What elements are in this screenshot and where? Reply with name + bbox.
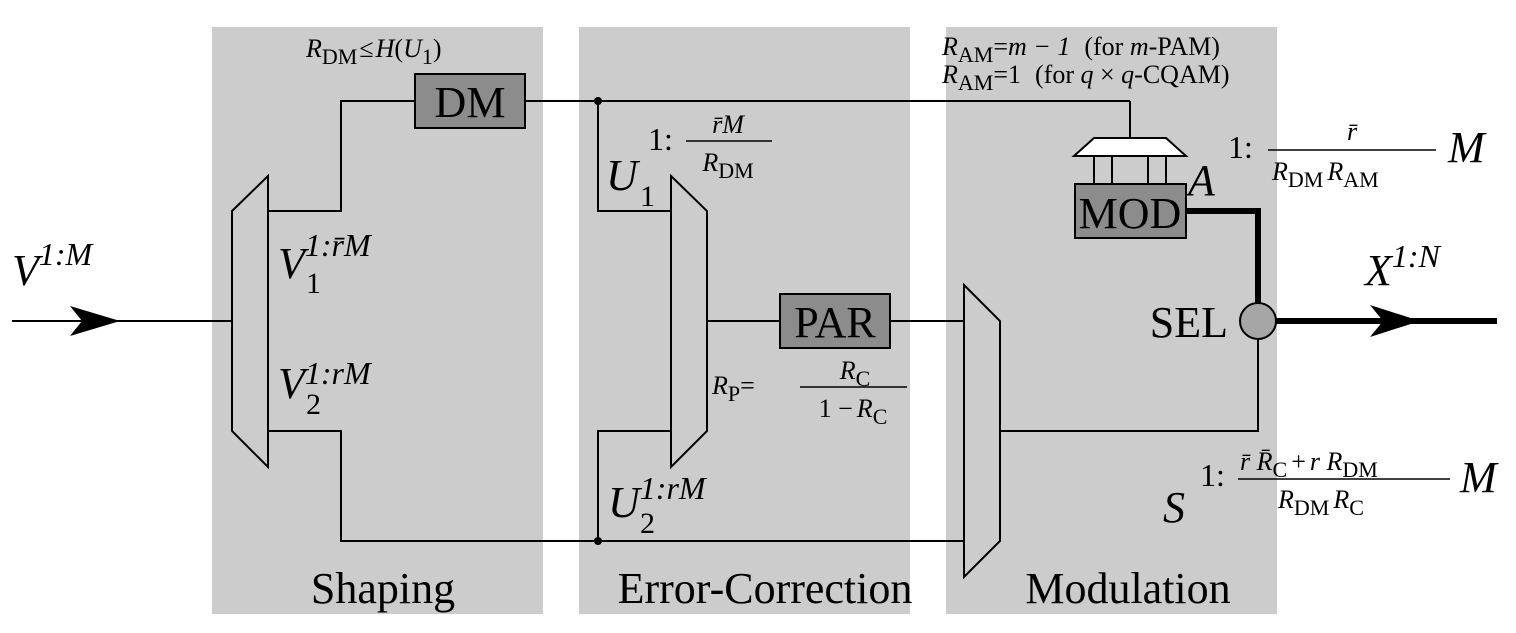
mod-block-label: MOD: [1079, 189, 1182, 238]
wire-mod-to-sel: [1186, 208, 1261, 303]
am-rate-pam-annotation: RAM=m − 1(for m-PAM): [941, 32, 1220, 67]
junction-dot-top: [594, 97, 602, 105]
input-arrowhead: [70, 306, 120, 336]
section-label-shaping: Shaping: [311, 564, 455, 613]
svg-text:r̄M: r̄M: [712, 110, 745, 139]
fec-combiner: [670, 173, 708, 470]
svg-text:1:: 1:: [648, 121, 673, 157]
modulation-panel: [946, 27, 1277, 614]
signal-U2: U1:rM: [608, 470, 708, 527]
signal-V: V1:M: [12, 236, 95, 295]
signal-U2-sub: 2: [640, 507, 655, 540]
svg-text:r̄ R̄C+r RDM: r̄ R̄C+r RDM: [1240, 447, 1378, 482]
signal-V2: V1:rM: [278, 355, 373, 408]
svg-text:RDM: RDM: [701, 148, 753, 183]
par-rate-annotation: RP= RC 1 −RC: [711, 356, 907, 429]
dm-rate-annotation: RDM≤H(U1): [305, 34, 442, 69]
svg-text:1:: 1:: [1200, 457, 1225, 493]
svg-text:RP=: RP=: [711, 371, 755, 406]
modulation-mux: [963, 282, 1001, 580]
svg-text:M: M: [1459, 453, 1499, 502]
svg-text:r̄: r̄: [1347, 117, 1358, 146]
signal-V1-sub: 1: [306, 267, 321, 300]
dm-block: [414, 73, 526, 129]
svg-text:M: M: [1447, 123, 1487, 172]
wire-v1-to-dm: [268, 100, 415, 212]
shaping-splitter: [231, 173, 269, 470]
dm-block-label: DM: [435, 78, 506, 127]
svg-text:1:: 1:: [1228, 129, 1253, 165]
svg-text:U: U: [606, 151, 641, 200]
wires: [12, 100, 1259, 542]
signal-U1: U 1 1: r̄M RDM: [606, 110, 772, 213]
mod-parallel-hat: [1071, 137, 1189, 184]
svg-text:1: 1: [640, 180, 655, 213]
wire-dm-to-u1: [597, 101, 671, 212]
junction-dot-bottom: [594, 537, 602, 545]
am-rate-cqam-annotation: RAM=1(for q × q-CQAM): [941, 60, 1230, 95]
svg-text:A: A: [1185, 156, 1216, 205]
wire-v2-bottom: [268, 430, 964, 542]
svg-text:S: S: [1163, 483, 1185, 532]
svg-text:1 −RC: 1 −RC: [819, 394, 888, 429]
selector-circle: [1239, 302, 1277, 340]
signal-X: X1:N: [1363, 238, 1442, 295]
output-arrowhead: [1370, 305, 1420, 337]
wire-bottom-to-u2: [597, 430, 671, 541]
par-block-label: PAR: [794, 298, 876, 347]
section-label-error-correction: Error-Correction: [618, 564, 913, 613]
signal-V2-sub: 2: [306, 388, 321, 421]
svg-text:RC: RC: [839, 356, 871, 391]
par-block: [779, 293, 891, 349]
signal-V1: V1:r̄M: [278, 227, 373, 288]
section-label-modulation: Modulation: [1025, 564, 1230, 613]
wire-mux-to-sel: [1000, 339, 1259, 432]
selector-label: SEL: [1150, 298, 1228, 347]
mod-block: [1074, 183, 1187, 239]
